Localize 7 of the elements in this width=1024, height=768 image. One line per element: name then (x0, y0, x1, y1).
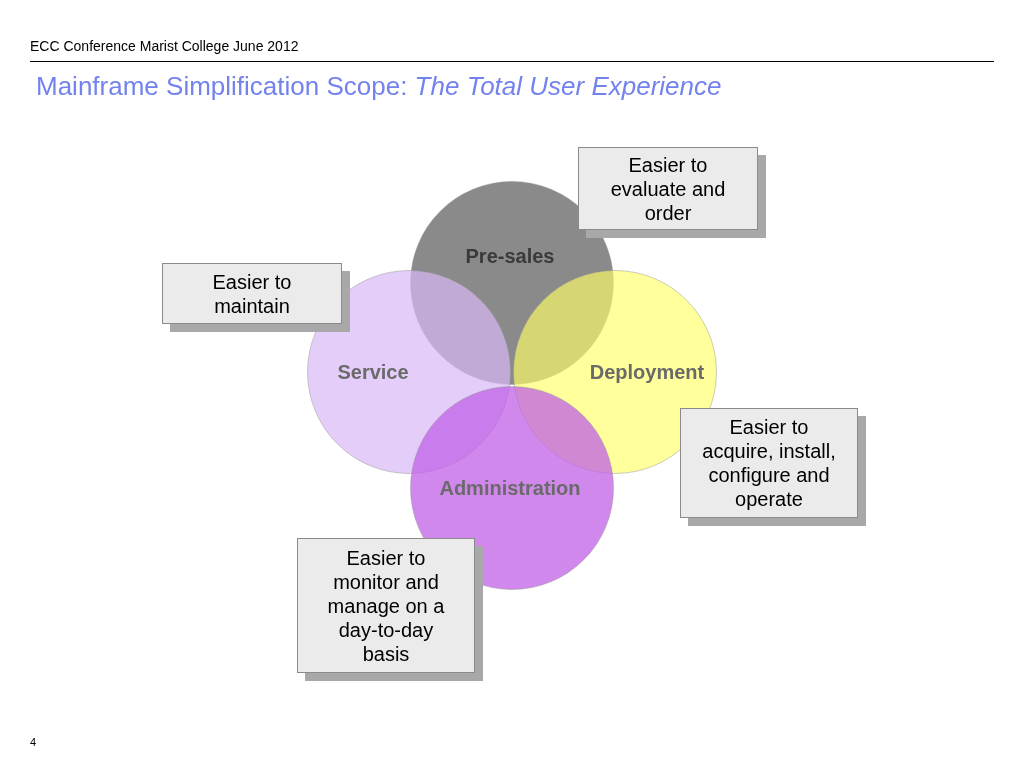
header-text: ECC Conference Marist College June 2012 (30, 38, 299, 54)
circle-label: Deployment (589, 360, 705, 384)
circle-label: Pre-sales (465, 244, 555, 268)
slide-title: Mainframe Simplification Scope: The Total User Experience (36, 71, 722, 102)
circle-label: Service (337, 360, 409, 384)
page-number: 4 (30, 736, 37, 748)
circle-label: Administration (439, 476, 581, 500)
